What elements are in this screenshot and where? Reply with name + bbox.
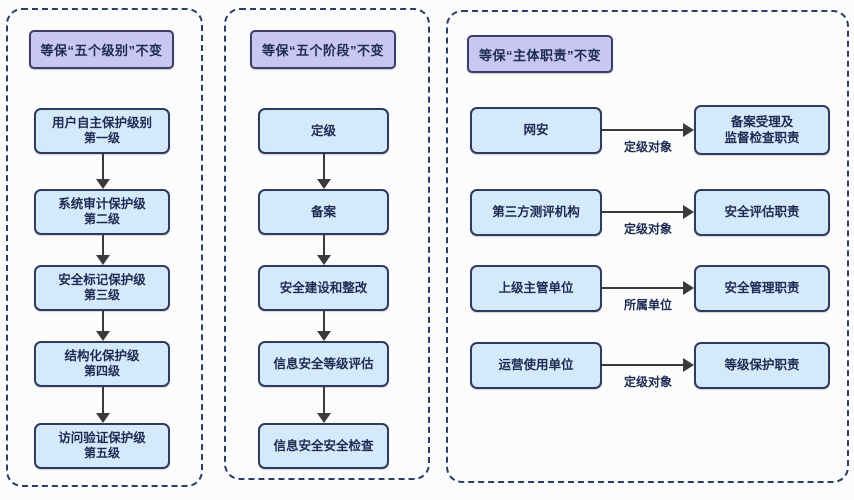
panel-subject-duties-title: 等保“主体职责”不变 [467,35,613,73]
level-box-1-title: 用户自主保护级别 [51,116,152,131]
arrow-down-icon [317,154,331,189]
duty-box-management: 安全管理职责 [694,265,830,312]
entity-box-third-party: 第三方测评机构 [470,189,602,236]
phase-box-3-title: 安全建设和整改 [279,280,368,295]
phase-box-4: 信息安全等级评估 [258,341,389,387]
level-box-4: 结构化保护级 第四级 [34,341,170,387]
arrow-down-icon [317,387,331,423]
duty-box-assessment-label: 安全评估职责 [724,205,800,220]
entity-box-superior-unit: 上级主管单位 [470,265,602,312]
level-box-2-title: 系统审计保护级 [58,197,146,212]
panel-five-levels-title: 等保“五个级别”不变 [29,30,174,69]
arrow-label: 所属单位 [623,298,672,312]
level-box-3: 安全标记保护级 第三级 [34,265,170,311]
arrow-down-icon [317,235,331,265]
entity-box-operating-unit-label: 运营使用单位 [498,358,574,373]
phase-box-5-title: 信息安全安全检查 [273,438,374,453]
arrow-label: 定级对象 [623,222,672,236]
phase-box-1-title: 定级 [310,123,336,138]
level-box-5-subtitle: 第五级 [83,446,120,461]
phase-box-3: 安全建设和整改 [258,265,389,311]
entity-box-wangan-label: 网安 [523,123,549,138]
level-box-3-subtitle: 第三级 [83,288,120,303]
duty-box-protection-label: 等级保护职责 [724,358,800,373]
arrow-down-icon [96,235,110,265]
entity-box-operating-unit: 运营使用单位 [470,342,602,389]
level-box-5: 访问验证保护级 第五级 [34,423,170,469]
duty-box-management-label: 安全管理职责 [724,281,800,296]
entity-box-third-party-label: 第三方测评机构 [492,205,580,220]
phase-box-4-title: 信息安全等级评估 [273,356,374,371]
level-box-4-title: 结构化保护级 [64,349,140,364]
arrow-down-icon [317,311,331,341]
arrow-down-icon [96,387,110,423]
arrow-right-icon [602,280,694,296]
level-box-2: 系统审计保护级 第二级 [34,189,170,235]
arrow-down-icon [96,154,110,189]
level-box-1-subtitle: 第一级 [83,131,120,146]
panel-subject-duties: 等保“主体职责”不变 网安 定级对象 备案受理及 监督检查职责 第三方测评机构 … [446,10,849,483]
entity-box-superior-unit-label: 上级主管单位 [498,281,574,296]
entity-box-wangan: 网安 [470,107,602,154]
phase-box-2-title: 备案 [310,204,336,219]
phase-box-5: 信息安全安全检查 [258,423,389,469]
level-box-2-subtitle: 第二级 [83,212,120,227]
duty-box-assessment: 安全评估职责 [694,189,830,236]
arrow-down-icon [96,311,110,341]
duty-box-filing: 备案受理及 监督检查职责 [694,105,830,155]
phase-box-1: 定级 [258,108,389,154]
phase-box-2: 备案 [258,189,389,235]
arrow-right-icon [602,122,694,138]
arrow-label: 定级对象 [623,140,672,154]
level-box-5-title: 访问验证保护级 [58,431,146,446]
arrow-right-icon [602,357,694,373]
arrow-label: 定级对象 [623,375,672,389]
arrow-right-icon [602,204,694,220]
duty-box-protection: 等级保护职责 [694,342,830,389]
level-box-3-title: 安全标记保护级 [58,273,146,288]
level-box-1: 用户自主保护级别 第一级 [34,108,170,154]
duty-box-filing-line2: 监督检查职责 [724,131,800,145]
panel-five-phases: 等保“五个阶段”不变 定级 备案 安全建设和整改 信息安全等级评估 信息安全安全… [224,8,430,480]
duty-box-filing-line1: 备案受理及 [730,114,794,129]
level-box-4-subtitle: 第四级 [83,364,120,379]
panel-five-levels: 等保“五个级别”不变 用户自主保护级别 第一级 系统审计保护级 第二级 安全标记… [6,8,203,487]
panel-five-phases-title: 等保“五个阶段”不变 [250,30,396,69]
